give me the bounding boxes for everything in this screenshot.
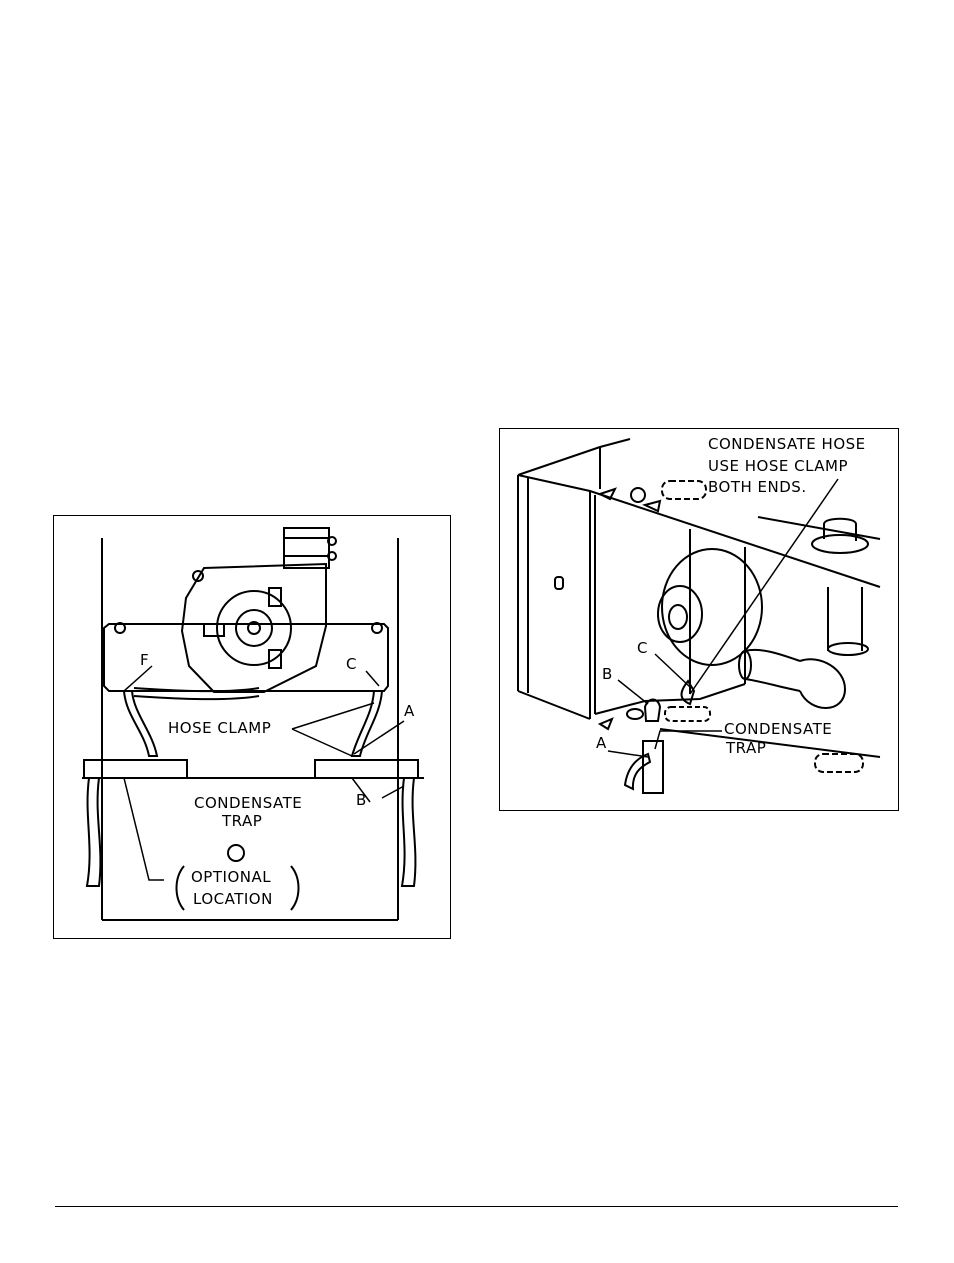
motor-tab (268, 649, 282, 669)
label-location: LOCATION (193, 890, 273, 908)
label-condensate: CONDENSATE (194, 794, 303, 812)
label-condensate: CONDENSATE (724, 720, 833, 738)
label-c: C (637, 639, 648, 657)
cabinet-top-edge (517, 474, 881, 588)
vent-collar (811, 534, 869, 554)
trap-drain-pipe (642, 740, 664, 794)
hose-cross-bottom (133, 695, 260, 701)
label-optional: OPTIONAL (191, 868, 272, 886)
housing-bolt (192, 570, 204, 582)
label-b: B (356, 791, 367, 809)
flue-elbow (799, 658, 847, 709)
mounting-plate (103, 623, 389, 692)
plate-bolt (114, 622, 126, 634)
figure-front-view: F C A HOSE CLAMP CONDENSATE TRAP B OPTIO… (53, 515, 451, 939)
label-hose-line2: USE HOSE CLAMP (708, 457, 849, 475)
footer-rule (55, 1206, 898, 1207)
label-hose-line1: CONDENSATE HOSE (708, 435, 866, 453)
label-a: A (404, 702, 415, 720)
flue-outlet (283, 527, 330, 569)
label-f: F (140, 651, 150, 669)
label-trap: TRAP (726, 739, 767, 757)
isometric-view-drawing (517, 438, 881, 794)
blower-shaft (247, 621, 261, 635)
label-trap: TRAP (222, 812, 263, 830)
hose-cross-top (133, 687, 260, 693)
label-hose-line3: BOTH ENDS. (708, 478, 807, 496)
condensate-trap (314, 759, 419, 779)
plate-bolt (371, 622, 383, 634)
blower-housing (180, 562, 327, 693)
motor-tab (203, 623, 225, 637)
drain-hose (623, 752, 652, 791)
blower-hub (235, 609, 273, 647)
hose-left (122, 690, 159, 757)
top-knockout (661, 480, 707, 500)
hose-c (680, 679, 696, 706)
front-view-drawing (82, 527, 424, 921)
label-hose-clamp: HOSE CLAMP (168, 719, 272, 737)
bottom-knockout (814, 753, 864, 773)
motor-tab (268, 587, 282, 607)
trap-optional-location (83, 759, 188, 779)
blower-housing (661, 548, 763, 666)
blower-motor (216, 590, 292, 666)
cabinet-port (227, 844, 245, 862)
figure-isometric-view: CONDENSATE HOSE USE HOSE CLAMP BOTH ENDS… (499, 428, 899, 811)
blower-motor (657, 585, 703, 643)
label-a: A (596, 734, 607, 752)
drain-right (400, 777, 417, 887)
label-c: C (346, 655, 357, 673)
label-b: B (602, 665, 613, 683)
hose-right (350, 690, 384, 757)
cabinet-top-back (517, 438, 631, 476)
drain-left (85, 777, 102, 887)
